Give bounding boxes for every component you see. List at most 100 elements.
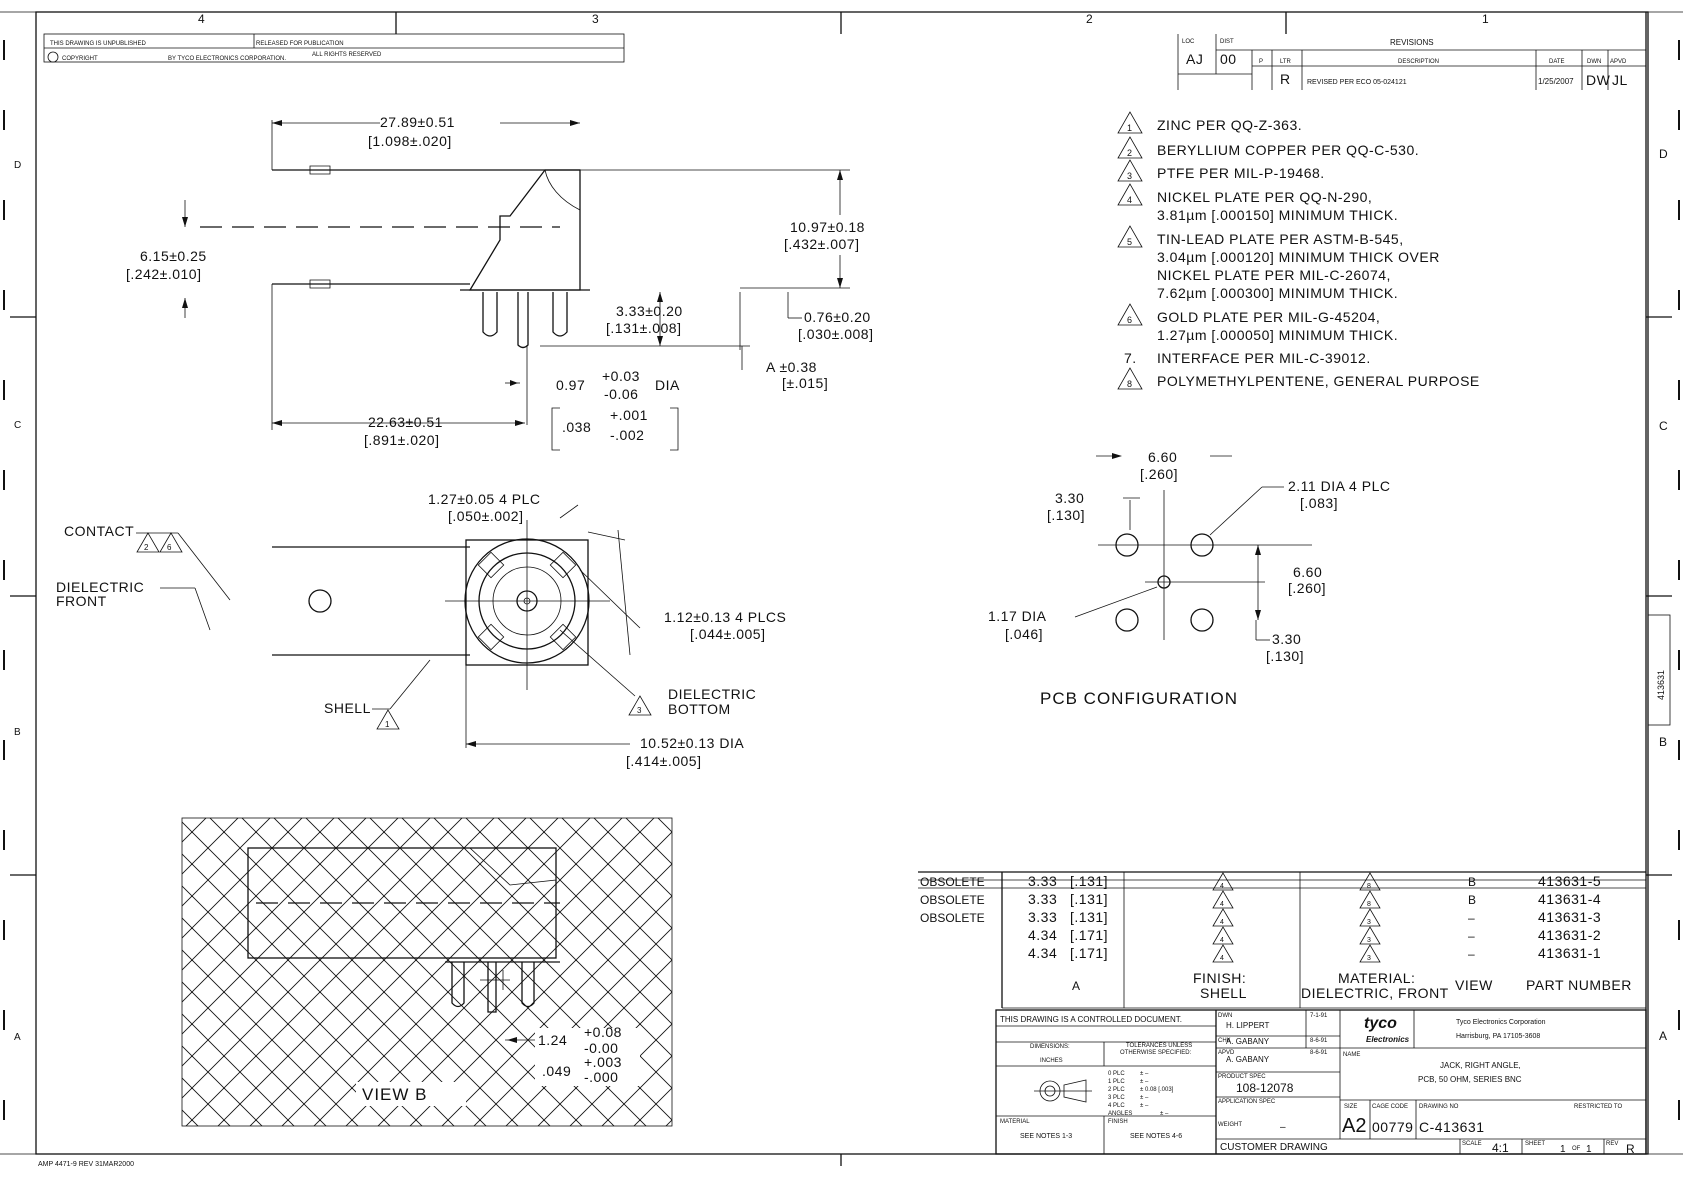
row3-a: 3.33: [1028, 909, 1057, 925]
pcb-half-b-in: [.130]: [1266, 648, 1304, 664]
rev-dist-value: 00: [1220, 51, 1237, 67]
controlled-text: THIS DRAWING IS A CONTROLLED DOCUMENT.: [1000, 1015, 1182, 1024]
plc-1: 1 PLC: [1108, 1079, 1125, 1085]
drawing-no-value: C-413631: [1419, 1119, 1485, 1135]
row3-status: OBSOLETE: [920, 911, 985, 925]
scale-value: 4:1: [1492, 1141, 1509, 1155]
cage-value: 00779: [1372, 1119, 1413, 1135]
note-7: INTERFACE PER MIL-C-39012.: [1157, 350, 1371, 366]
row3-a-in: [.131]: [1070, 909, 1108, 925]
svg-text:4: 4: [1220, 919, 1224, 926]
row2-part: 413631-4: [1538, 891, 1601, 907]
dim-tail: 0.76±0.20: [804, 309, 871, 325]
appd-label: APVD: [1218, 1050, 1235, 1056]
pcb-height: 6.60: [1293, 564, 1322, 580]
label-contact: CONTACT: [64, 523, 134, 539]
pcb-height-in: [.260]: [1288, 580, 1326, 596]
title-block: THIS DRAWING IS A CONTROLLED DOCUMENT. D…: [995, 1009, 1647, 1156]
dim-slot-in: [.050±.002]: [448, 508, 523, 524]
note-6: GOLD PLATE PER MIL-G-45204,: [1157, 309, 1380, 325]
row3-view: –: [1468, 911, 1475, 925]
pcb-configuration: 6.60 [.260] 3.30 [.130] 2.11 DIA 4 PLC […: [988, 449, 1390, 708]
view-b-dim-plus: +0.08: [584, 1024, 622, 1040]
dim-center: 6.15±0.25: [140, 248, 207, 264]
dimensions-units: INCHES: [1040, 1058, 1063, 1064]
label-dielectric-front: DIELECTRIC: [56, 579, 144, 595]
dim-outer-dia: 10.52±0.13 DIA: [640, 735, 744, 751]
svg-text:4: 4: [1220, 955, 1224, 962]
note-6-line-2: 1.27µm [.000050] MINIMUM THICK.: [1157, 327, 1398, 343]
pcb-title: PCB CONFIGURATION: [1040, 689, 1238, 708]
brand-logo-sub: Electronics: [1366, 1035, 1410, 1044]
side-tab-number: 413631: [1656, 670, 1666, 700]
pcb-half-b: 3.30: [1272, 631, 1301, 647]
weight-label: WEIGHT: [1218, 1122, 1242, 1128]
plc-0-val: ± –: [1140, 1071, 1149, 1077]
zone-row-d-left: D: [14, 160, 21, 171]
size-label: SIZE: [1344, 1104, 1357, 1110]
dim-pin-dia-in-plus: +.001: [610, 407, 648, 423]
col-material-header: MATERIAL:: [1338, 970, 1415, 986]
plc-angles: ANGLES: [1108, 1111, 1132, 1117]
row1-view: B: [1468, 875, 1476, 889]
contact-flag-2: 2: [136, 532, 160, 553]
dim-pin-dia-plus: +0.03: [602, 368, 640, 384]
col-material-header-2: DIELECTRIC, FRONT: [1301, 985, 1449, 1001]
dim-pin-length-in: [.131±.008]: [606, 320, 681, 336]
plc-angles-val: ± –: [1160, 1111, 1169, 1117]
rev-date-label: DATE: [1549, 59, 1565, 65]
product-name-2: PCB, 50 OHM, SERIES BNC: [1418, 1075, 1522, 1084]
dim-pin-dia-in: .038: [562, 419, 591, 435]
pcb-center-hole: 1.17 DIA: [988, 608, 1047, 624]
label-dielectric-front-2: FRONT: [56, 593, 107, 609]
row3-material-flag: 3: [1359, 908, 1381, 927]
pcb-hole-in: [.083]: [1300, 495, 1338, 511]
label-shell: SHELL: [324, 700, 371, 716]
label-dielectric-bottom-2: BOTTOM: [668, 701, 731, 717]
note-flag-3: 3: [1117, 159, 1143, 182]
svg-text:3: 3: [1367, 919, 1371, 926]
sheet-value: 1: [1560, 1144, 1566, 1155]
drawing-no-label: DRAWING NO: [1419, 1104, 1459, 1110]
dim-tail-in: [.030±.008]: [798, 326, 873, 342]
note-5: TIN-LEAD PLATE PER ASTM-B-545,: [1157, 231, 1404, 247]
cage-label: CAGE CODE: [1372, 1104, 1408, 1110]
chk-label: CHK: [1218, 1038, 1231, 1044]
rev-date: 1/25/2007: [1538, 77, 1574, 86]
appd-name: A. GABANY: [1226, 1055, 1270, 1064]
front-view: 1.27±0.05 4 PLC [.050±.002] 1.12±0.13 4 …: [56, 491, 786, 769]
dim-height: 10.97±0.18: [790, 219, 865, 235]
row5-part: 413631-1: [1538, 945, 1601, 961]
row1-finish-flag: 4: [1212, 872, 1234, 891]
pcb-hole: 2.11 DIA 4 PLC: [1288, 478, 1390, 494]
row1-material-flag: 8: [1359, 872, 1381, 891]
revisions-block: REVISIONS LOC DIST AJ 00 P LTR DESCRIPTI…: [1177, 34, 1646, 90]
zone-row-b: B: [1659, 735, 1667, 749]
zone-row-c-left: C: [14, 420, 21, 431]
row2-finish-flag: 4: [1212, 890, 1234, 909]
size-value: A2: [1342, 1115, 1366, 1137]
rev-dwn: DW: [1586, 72, 1611, 88]
copyright-text: COPYRIGHT: [62, 56, 98, 62]
view-b-dim-in: .049: [542, 1063, 571, 1079]
notes-block: 1 ZINC PER QQ-Z-363. 2 BERYLLIUM COPPER …: [1117, 111, 1479, 390]
dwn-date: 7-1-91: [1310, 1013, 1328, 1019]
rights-text: ALL RIGHTS RESERVED: [312, 52, 382, 58]
row1-a-in: [.131]: [1070, 873, 1108, 889]
finish-value: SEE NOTES 4-6: [1130, 1133, 1182, 1140]
svg-text:3: 3: [1367, 937, 1371, 944]
app-spec-label: APPLICATION SPEC: [1218, 1099, 1276, 1105]
dim-setback-in: [.891±.020]: [364, 432, 439, 448]
dwn-label: DWN: [1218, 1013, 1232, 1019]
view-b-dim-in-plus: +.003: [584, 1054, 622, 1070]
zone-row-a: A: [1659, 1029, 1667, 1043]
svg-text:8: 8: [1367, 901, 1371, 908]
svg-text:1: 1: [1127, 123, 1132, 133]
note-2: BERYLLIUM COPPER PER QQ-C-530.: [1157, 142, 1419, 158]
note-flag-1: 1: [1117, 111, 1143, 134]
note-5-line-2: 3.04µm [.000120] MINIMUM THICK OVER: [1157, 249, 1440, 265]
dim-overall-length: 27.89±0.51: [380, 114, 455, 130]
row1-part: 413631-5: [1538, 873, 1601, 889]
pcb-width: 6.60: [1148, 449, 1177, 465]
